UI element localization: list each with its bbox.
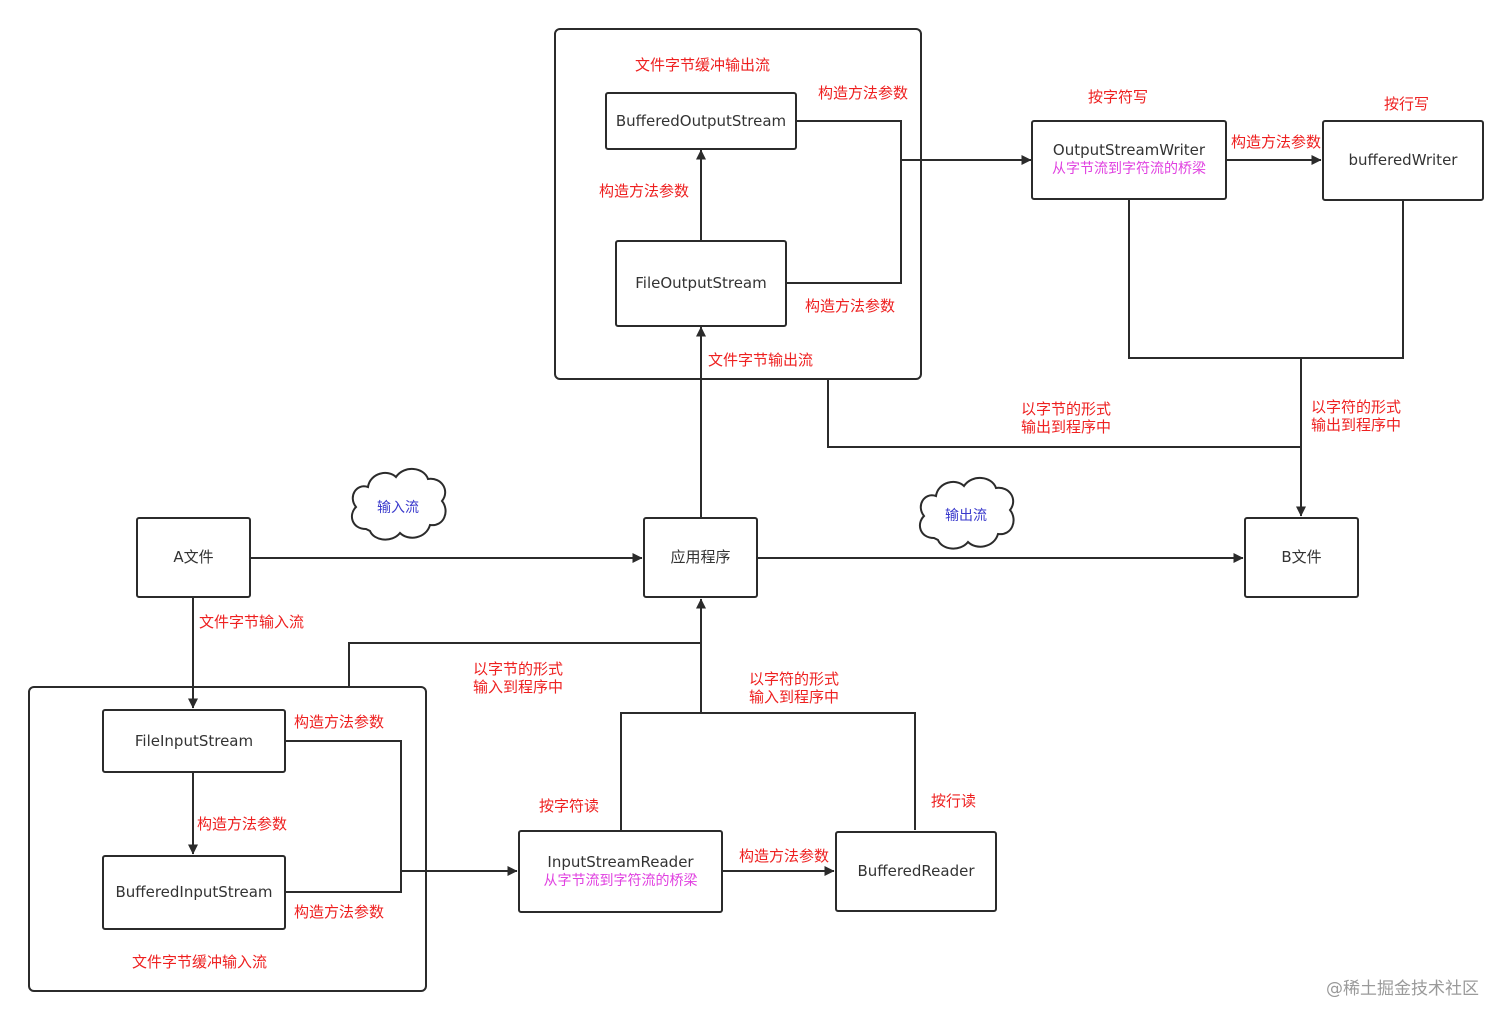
byte-form-input-line1: 以字节的形式 — [473, 660, 564, 678]
read-by-char-label: 按字符读 — [539, 797, 600, 815]
char-form-input-line1: 以字符的形式 — [749, 670, 840, 688]
b-file-label: B文件 — [1281, 548, 1322, 566]
watermark: @稀土掘金技术社区 — [1326, 979, 1479, 999]
read-by-line-label: 按行读 — [931, 792, 977, 810]
a-file-node[interactable]: A文件 — [136, 517, 251, 598]
input-stream-reader-label: InputStreamReader — [547, 852, 694, 871]
char-form-output-line1: 以字符的形式 — [1311, 398, 1402, 416]
byte-buffered-output-stream-label: 文件字节缓冲输出流 — [635, 56, 771, 74]
input-stream-cloud-icon — [350, 468, 447, 541]
byte-form-output-line2: 输出到程序中 — [1021, 418, 1112, 436]
file-input-stream-label: FileInputStream — [134, 731, 254, 750]
application-label: 应用程序 — [670, 548, 731, 566]
char-form-output-label: 以字符的形式 输出到程序中 — [1311, 398, 1401, 434]
output-stream-cloud-label: 输出流 — [945, 508, 987, 524]
edge-fis-ctor — [286, 740, 402, 893]
ctor-param-isr-to-br-label: 构造方法参数 — [739, 847, 830, 865]
byte-form-output-label: 以字节的形式 输出到程序中 — [1021, 400, 1111, 436]
file-input-stream-node[interactable]: FileInputStream — [102, 709, 286, 773]
byte-output-stream-label: 文件字节输出流 — [708, 351, 814, 369]
ctor-param-fos-to-bos-label: 构造方法参数 — [599, 182, 690, 200]
byte-buffered-input-stream-label: 文件字节缓冲输入流 — [132, 953, 268, 971]
buffered-input-stream-node[interactable]: BufferedInputStream — [102, 855, 286, 930]
output-stream-writer-bridge-label: 从字节流到字符流的桥梁 — [1052, 161, 1206, 177]
char-form-input-line2: 输入到程序中 — [749, 688, 840, 706]
buffered-writer-label: bufferedWriter — [1348, 151, 1458, 169]
b-file-node[interactable]: B文件 — [1244, 517, 1359, 598]
input-stream-reader-node[interactable]: InputStreamReader 从字节流到字符流的桥梁 — [518, 830, 723, 913]
ctor-param-fis-label: 构造方法参数 — [294, 713, 385, 731]
buffered-reader-label: BufferedReader — [857, 862, 975, 880]
edge-writers-down — [1128, 200, 1404, 359]
byte-input-stream-label: 文件字节输入流 — [199, 613, 305, 631]
edge-isr-up — [620, 712, 916, 830]
input-stream-group — [28, 686, 427, 992]
write-by-char-label: 按字符写 — [1088, 88, 1149, 106]
edge-outgroup-to-b — [827, 379, 1301, 448]
buffered-writer-node[interactable]: bufferedWriter — [1322, 120, 1484, 201]
buffered-output-stream-node[interactable]: BufferedOutputStream — [605, 92, 797, 150]
buffered-reader-node[interactable]: BufferedReader — [835, 831, 997, 912]
ctor-param-bos-label: 构造方法参数 — [818, 84, 909, 102]
output-stream-writer-label: OutputStreamWriter — [1052, 141, 1206, 159]
ctor-param-fos-label: 构造方法参数 — [805, 297, 896, 315]
output-stream-group — [554, 28, 922, 380]
char-form-input-label: 以字符的形式 输入到程序中 — [749, 670, 839, 706]
write-by-line-label: 按行写 — [1384, 95, 1430, 113]
output-stream-writer-node[interactable]: OutputStreamWriter 从字节流到字符流的桥梁 — [1031, 120, 1227, 200]
char-form-output-line2: 输出到程序中 — [1311, 416, 1402, 434]
output-stream-cloud-icon — [918, 477, 1015, 550]
byte-form-input-label: 以字节的形式 输入到程序中 — [473, 660, 563, 696]
input-stream-reader-bridge-label: 从字节流到字符流的桥梁 — [543, 872, 698, 889]
edge-inputgroup-to-app — [348, 642, 701, 686]
a-file-label: A文件 — [173, 548, 214, 566]
ctor-param-fis-to-bis-label: 构造方法参数 — [197, 815, 288, 833]
buffered-input-stream-label: BufferedInputStream — [115, 883, 273, 901]
file-output-stream-node[interactable]: FileOutputStream — [615, 240, 787, 327]
byte-form-output-line1: 以字节的形式 — [1021, 400, 1112, 418]
ctor-param-osw-to-bw-label: 构造方法参数 — [1231, 133, 1322, 151]
ctor-param-bis-label: 构造方法参数 — [294, 903, 385, 921]
byte-form-input-line2: 输入到程序中 — [473, 678, 564, 696]
edge-out-ctor — [787, 120, 902, 284]
input-stream-cloud-label: 输入流 — [377, 500, 419, 516]
buffered-output-stream-label: BufferedOutputStream — [615, 111, 787, 130]
file-output-stream-label: FileOutputStream — [635, 274, 767, 292]
application-node[interactable]: 应用程序 — [643, 517, 758, 598]
